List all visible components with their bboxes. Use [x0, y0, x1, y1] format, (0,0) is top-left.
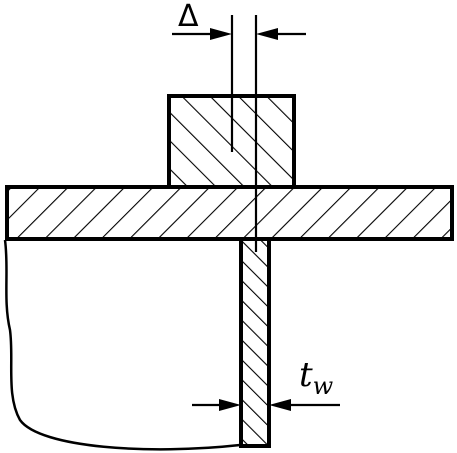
tw-arrow-left-head — [219, 399, 241, 411]
tw-label-sub: w — [313, 372, 334, 400]
break-line — [3, 239, 241, 451]
web-plate — [239, 237, 271, 448]
delta-arrow-left-head — [210, 28, 232, 40]
tw-label: tw — [299, 355, 334, 400]
tw-label-main: t — [299, 355, 313, 395]
tw-arrow-right-head — [269, 399, 291, 411]
delta-arrow-right-head — [256, 28, 278, 40]
delta-label: Δ — [178, 0, 199, 34]
flange-plate — [5, 185, 454, 241]
